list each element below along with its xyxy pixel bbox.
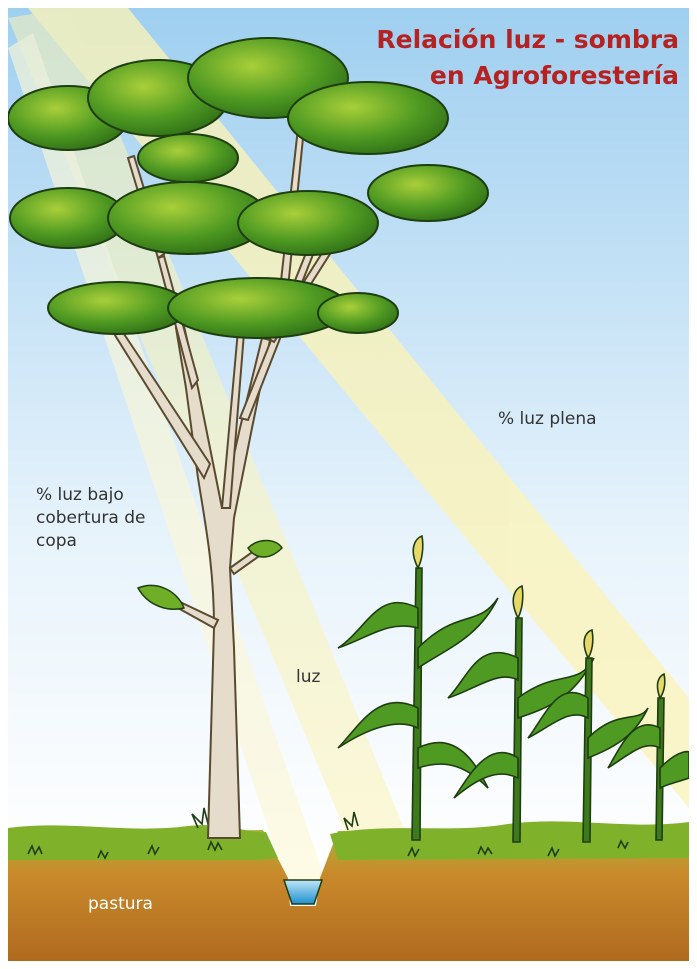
title-line-2: en Agroforestería (376, 58, 679, 94)
under-canopy-line-2: cobertura de (36, 507, 146, 530)
under-canopy-line-3: copa (36, 530, 146, 553)
light-label: luz (296, 666, 320, 689)
pasture-label: pastura (88, 893, 153, 916)
under-canopy-line-1: % luz bajo (36, 484, 146, 507)
title-line-1: Relación luz - sombra (376, 22, 679, 58)
page-title: Relación luz - sombra en Agroforestería (376, 22, 679, 94)
under-canopy-light-label: % luz bajo cobertura de copa (36, 484, 146, 553)
full-light-label: % luz plena (498, 408, 597, 431)
illustration-frame: Relación luz - sombra en Agroforestería … (8, 8, 689, 961)
